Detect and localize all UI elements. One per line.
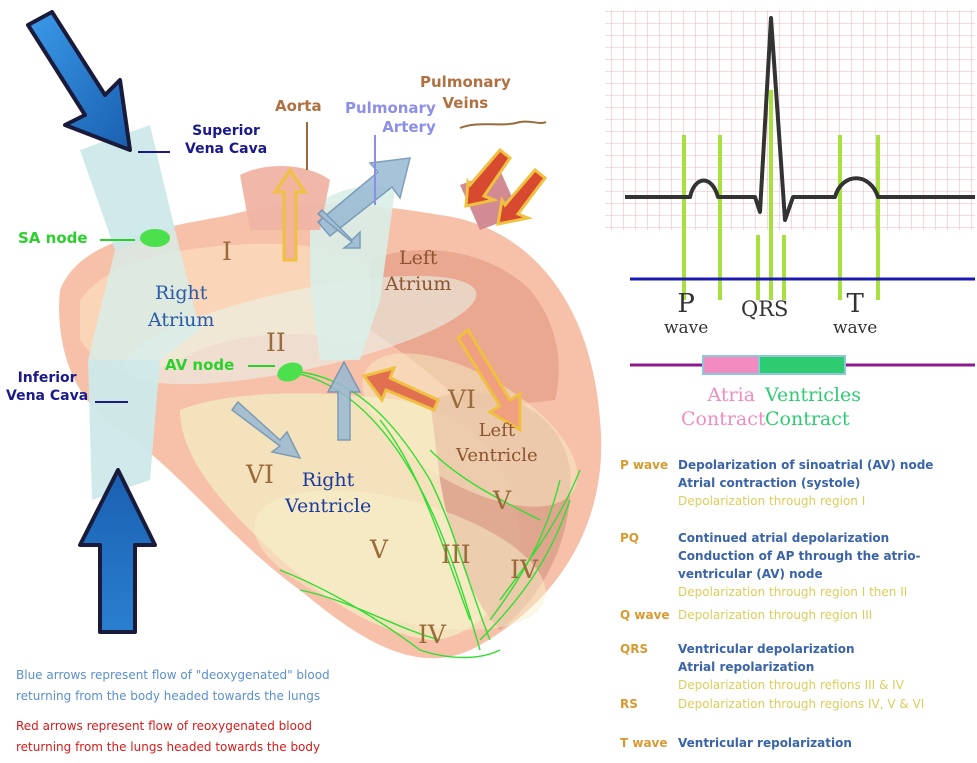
ventricles-contract-label: Ventricles Contract <box>765 383 861 431</box>
pulmonary-veins-line1: Pulmonary <box>420 73 511 91</box>
superior-vena-cava-label: Superior Vena Cava <box>185 122 267 158</box>
inferior-vena-cava-line2: Vena Cava <box>6 388 89 404</box>
region-label: III <box>441 540 471 569</box>
region-label: IV <box>510 555 538 584</box>
atria-contract-label: Atria Contract <box>681 383 766 431</box>
left-ventricle-label: Left Ventricle <box>456 418 538 468</box>
phase-key: QRS <box>620 642 649 656</box>
sa-node-label: SA node <box>18 229 88 247</box>
t-wave-label: T wave <box>833 290 877 338</box>
qrs-label: QRS <box>741 297 789 321</box>
region-label: IV <box>418 620 446 649</box>
inferior-vena-cava-label: Inferior Vena Cava <box>6 369 88 405</box>
right-ventricle-label: Right Ventricle <box>285 467 371 519</box>
phase-desc-line: Atrial contraction (systole) <box>678 476 861 490</box>
left-atrium-label: Left Atrium <box>385 245 451 297</box>
region-label: V <box>370 535 389 564</box>
phase-desc: Ventricular repolarization <box>678 736 852 750</box>
phase-desc: Ventricular depolarization Atrial repola… <box>678 640 855 676</box>
region-label: II <box>266 328 286 357</box>
ecg-markers <box>682 90 880 300</box>
pulmonary-artery-line1: Pulmonary <box>345 99 436 117</box>
phase-region: Depolarization through region I then II <box>678 585 908 599</box>
inferior-vena-cava-line1: Inferior <box>17 370 77 386</box>
phase-desc-line: Ventricular depolarization <box>678 642 855 656</box>
red-arrow-note: Red arrows represent flow of reoxygenate… <box>16 718 320 756</box>
blue-arrow-top-icon <box>26 10 132 152</box>
superior-vena-cava-line1: Superior <box>192 123 260 139</box>
red-note-line: Red arrows represent flow of reoxygenate… <box>16 719 312 733</box>
t-wave-word: wave <box>833 318 878 338</box>
left-ventricle-line2: Ventricle <box>456 445 538 466</box>
right-ventricle-line1: Right <box>301 469 355 491</box>
ventricles-contract-word: Contract <box>765 408 850 430</box>
red-flow-arrows <box>272 147 548 433</box>
ventricles-word: Ventricles <box>765 384 861 406</box>
phase-region: Depolarization through regions IV, V & V… <box>678 697 925 711</box>
ecg-trace <box>625 16 975 222</box>
left-ventricle-line1: Left <box>478 420 516 441</box>
aorta-label: Aorta <box>275 97 322 115</box>
right-ventricle-line2: Ventricle <box>285 495 372 517</box>
blue-arrow-note: Blue arrows represent flow of "deoxygena… <box>16 667 330 705</box>
red-note-line: returning from the lungs headed towards … <box>16 740 321 754</box>
av-node-shape <box>277 362 303 382</box>
region-label: I <box>222 237 232 266</box>
phase-key: Q wave <box>620 608 670 622</box>
sa-node-shape <box>140 229 170 247</box>
phase-key: P wave <box>620 458 669 472</box>
phase-desc-line: Depolarization of sinoatrial (AV) node <box>678 458 934 472</box>
p-wave-label: P wave <box>664 290 708 338</box>
pulmonary-artery-line2: Artery <box>382 118 436 136</box>
phase-desc-line: Conduction of AP through the atrio- <box>678 549 921 563</box>
left-atrium-line1: Left <box>398 247 438 269</box>
right-atrium-line1: Right <box>155 282 208 304</box>
p-wave-word: wave <box>664 318 709 338</box>
blue-arrow-bottom-icon <box>78 468 157 634</box>
pulmonary-veins-line2: Veins <box>442 94 489 112</box>
av-node-label: AV node <box>165 356 235 374</box>
pulmonary-artery-label: Pulmonary Artery <box>345 99 436 137</box>
superior-vena-cava-line2: Vena Cava <box>185 141 268 157</box>
phase-key: PQ <box>620 531 639 545</box>
phase-desc-line: Atrial repolarization <box>678 660 815 674</box>
phase-region: Depolarization through region III <box>678 608 873 622</box>
right-atrium-label: Right Atrium <box>148 280 214 334</box>
p-letter: P <box>677 289 695 319</box>
atria-word: Atria <box>707 384 756 406</box>
phase-key: RS <box>620 697 638 711</box>
region-label: VI <box>448 385 476 414</box>
ecg-panel <box>605 10 975 375</box>
label-pointers <box>95 120 547 403</box>
left-atrium-line2: Atrium <box>385 273 452 295</box>
phase-desc-line: ventricular (AV) node <box>678 567 823 581</box>
t-letter: T <box>846 289 864 319</box>
phase-desc: Depolarization of sinoatrial (AV) node A… <box>678 456 933 492</box>
region-label: VI <box>246 460 274 489</box>
region-label: V <box>493 486 512 515</box>
right-atrium-line2: Atrium <box>148 309 215 331</box>
blue-note-line: returning from the body headed towards t… <box>16 689 321 703</box>
phase-desc: Continued atrial depolarization Conducti… <box>678 529 921 583</box>
phase-key: T wave <box>620 736 668 750</box>
vena-cava <box>80 125 200 500</box>
atria-contract-word: Contract <box>681 408 766 430</box>
pulmonary-veins-label: Pulmonary Veins <box>420 72 511 114</box>
blue-note-line: Blue arrows represent flow of "deoxygena… <box>16 668 330 682</box>
phase-region: Depolarization through region I <box>678 494 866 508</box>
blue-flow-arrows <box>230 157 411 460</box>
phase-desc-line: Continued atrial depolarization <box>678 531 890 545</box>
phase-region: Depolarization through refions III & IV <box>678 678 904 692</box>
